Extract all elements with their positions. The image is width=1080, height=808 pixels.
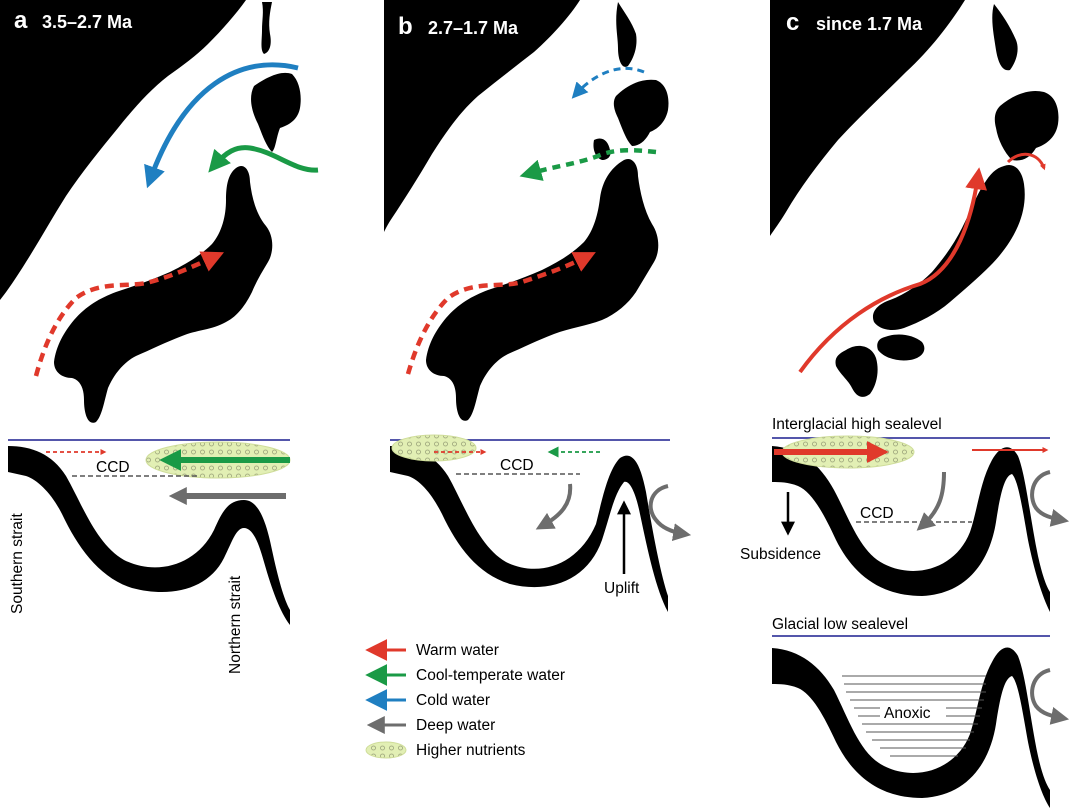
panel-b-japan-main [426,158,659,421]
panel-c-anoxic-label-bg [880,702,946,722]
panel-b-map [384,0,669,421]
panel-c-seafloor-high [772,446,1050,612]
panel-label-b: b 2.7–1.7 Ma [398,13,519,40]
legend-item: Cool-temperate water [365,664,565,686]
panel-b-hokkaido [613,79,669,146]
panel-c-deep-arrow-out [1030,470,1070,527]
panel-c-glacial-label: Glacial low sealevel [772,616,908,633]
legend-item: Higher nutrients [365,741,526,759]
panel-c-glacial-deep-arrow [1030,668,1070,725]
legend-label: Cold water [416,692,490,709]
legend-item: Deep water [366,716,495,734]
panel-c-honshu [872,164,1025,330]
legend-label: Cool-temperate water [416,667,565,684]
panel-b-cross-section: CCD Uplift [390,434,692,612]
panel-a-cool-water-arrow [208,145,319,173]
panel-c-asia-landmass [770,0,965,236]
panel-b-warm-water-arrow [405,252,596,375]
panel-b-sakhalin [616,2,637,67]
panel-a-southern-strait-label: Southern strait [9,513,26,614]
panel-a-ccd-label: CCD [96,459,130,476]
panel-a-hokkaido [251,72,301,152]
legend-label: Warm water [416,642,499,659]
panel-a-letter: a [14,7,28,34]
legend-label: Higher nutrients [416,742,526,759]
panel-label-c: c since 1.7 Ma [786,9,923,36]
panel-c-warm-water-arrow-main [798,167,988,374]
panel-c-seafloor-low [772,647,1050,808]
panel-c-warm-water-arrow-strait [1006,152,1046,171]
panel-a-cross-section: CCD Southern strait Northern strait [8,439,291,674]
panel-b-cold-water-arrow [571,67,645,99]
panel-a-asia-landmass [0,0,246,300]
panel-c-anoxic-label: Anoxic [884,705,931,722]
panel-b-uplift-label: Uplift [604,580,640,597]
panel-b-seafloor [390,446,668,612]
panel-a-warm-water-arrow [33,251,224,377]
panel-b-deep-arrow-down [535,483,573,530]
legend-label: Deep water [416,717,495,734]
panel-c-ccd-label: CCD [860,505,894,522]
legend-nutrient-icon [365,741,407,759]
panel-b-deep-arrow-out [648,484,692,542]
panel-a-seafloor [8,446,290,625]
panel-c-deep-arrow-down [916,471,946,531]
panel-b-ccd-label: CCD [500,457,534,474]
panel-b-asia-landmass [384,0,580,232]
panel-c-glacial-section: Glacial low sealevel Anoxic [772,616,1070,808]
panel-c-sakhalin [992,4,1018,71]
legend-item: Warm water [365,639,499,661]
panel-c-shikoku [877,334,925,361]
panel-a-northern-strait-label: Northern strait [227,575,244,674]
panel-a-japan-main [54,165,273,423]
legend-item: Cold water [365,689,490,711]
panel-c-hokkaido [994,90,1059,161]
panel-c-map [770,0,1059,397]
panel-c-period: since 1.7 Ma [816,14,923,34]
panel-a-sakhalin [261,2,272,54]
panel-c-interglacial-section: Interglacial high sealevel CCD Subsidenc… [740,416,1070,612]
panel-c-subsidence-label: Subsidence [740,546,821,563]
panel-b-period: 2.7–1.7 Ma [428,18,519,38]
panel-a-cold-water-arrow [144,62,299,189]
panel-a-period: 3.5–2.7 Ma [42,12,133,32]
panel-c-anoxic-hatching [842,675,986,757]
panel-b-cool-water-arrow [519,148,657,181]
panel-a-map [0,0,319,423]
panel-c-letter: c [786,9,799,36]
panel-c-interglacial-label: Interglacial high sealevel [772,416,942,433]
panel-b-nutrient-patch [391,434,477,462]
panel-c-kyushu [835,345,878,397]
panel-b-letter: b [398,13,413,40]
panel-label-a: a 3.5–2.7 Ma [14,7,133,34]
